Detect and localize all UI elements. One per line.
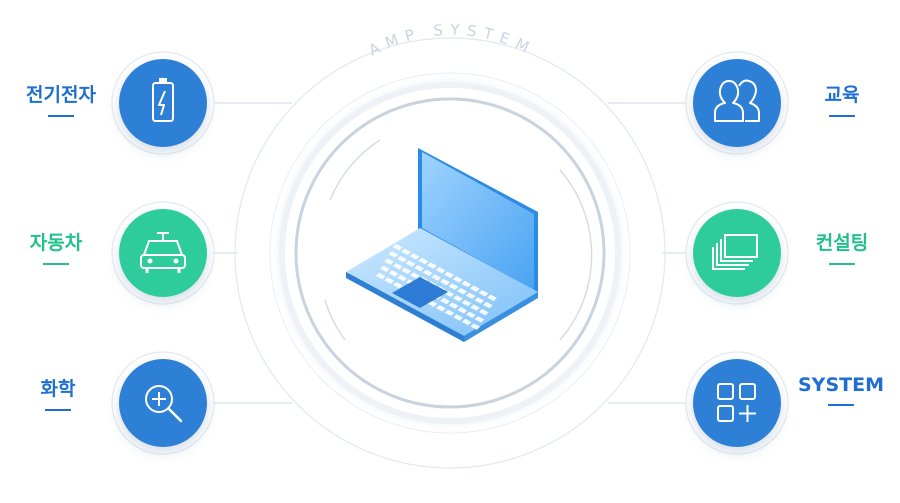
- keyboard-key: [461, 318, 472, 326]
- label-text: 화학: [40, 378, 76, 400]
- keyboard-key: [470, 285, 480, 292]
- node-circle: [693, 359, 781, 447]
- keyboard-key: [401, 267, 412, 275]
- keyboard-key: [435, 267, 446, 274]
- node-consulting: [685, 201, 789, 305]
- keyboard-key: [380, 265, 390, 273]
- node-circle: [119, 59, 207, 147]
- keyboard-key: [440, 278, 450, 286]
- node-system: [685, 351, 789, 455]
- keyboard-key: [431, 274, 442, 281]
- keyboard-key: [393, 282, 403, 289]
- keyboard-key: [444, 271, 454, 279]
- label-dash: [828, 404, 854, 406]
- label-automotive: 자동차: [16, 228, 96, 265]
- keyboard-key: [414, 265, 424, 272]
- keyboard-key: [375, 272, 386, 280]
- label-electronics: 전기전자: [16, 80, 106, 117]
- keyboard-key: [384, 258, 394, 265]
- keyboard-key: [410, 272, 420, 279]
- grid-plus-icon: [717, 383, 756, 422]
- keyboard-key: [388, 270, 399, 277]
- laptop-icon: [346, 148, 538, 342]
- label-text: 교육: [824, 84, 860, 106]
- node-electronics: [111, 51, 215, 155]
- keyboard-key: [440, 297, 450, 305]
- keyboard-key: [436, 305, 446, 312]
- keyboard-key: [461, 299, 472, 307]
- label-consulting: 컨설팅: [800, 228, 884, 265]
- keyboard-key: [409, 253, 420, 260]
- keyboard-key: [487, 294, 497, 302]
- node-circle: [693, 59, 781, 147]
- node-automotive: [111, 201, 215, 305]
- inner-arc-bottom: [324, 299, 346, 341]
- keyboard-key: [405, 260, 416, 267]
- keyboard-key: [457, 288, 467, 295]
- arc-title: AMP SYSTEM: [366, 21, 538, 60]
- label-text: 컨설팅: [815, 232, 869, 254]
- keyboard-key: [448, 283, 459, 290]
- keyboard-key: [466, 311, 476, 319]
- label-dash: [829, 115, 855, 117]
- magnifier-plus-icon: [145, 385, 183, 423]
- keyboard-key: [448, 302, 459, 309]
- outer-ring: [234, 37, 666, 469]
- label-education: 교육: [802, 80, 882, 117]
- keyboard-key: [474, 297, 485, 304]
- node-circle: [119, 209, 207, 297]
- connector-lines: [214, 102, 690, 404]
- node-circle: [119, 359, 207, 447]
- battery-icon: [152, 78, 174, 122]
- keyboard-key: [422, 269, 433, 277]
- node-education: [685, 51, 789, 155]
- keyboard-key: [478, 309, 489, 316]
- keyboard-key: [392, 263, 403, 270]
- keyboard-key: [470, 323, 481, 330]
- car-icon: [140, 232, 186, 273]
- keyboard-key: [453, 314, 463, 321]
- label-text: 자동차: [29, 232, 83, 254]
- users-icon: [714, 79, 760, 122]
- node-chemistry: [111, 351, 215, 455]
- label-text: SYSTEM: [798, 374, 884, 396]
- keyboard-key: [474, 316, 485, 323]
- node-circle: [693, 209, 781, 297]
- label-text: 전기전자: [26, 84, 96, 106]
- label-dash: [48, 115, 74, 117]
- keyboard-key: [397, 255, 407, 263]
- stacked-windows-icon: [712, 234, 758, 270]
- keyboard-key: [453, 295, 463, 302]
- inner-arc-left: [329, 139, 381, 201]
- keyboard-key: [483, 301, 493, 309]
- keyboard-key: [465, 292, 476, 300]
- keyboard-key: [388, 251, 399, 258]
- label-dash: [829, 263, 855, 265]
- keyboard-key: [401, 248, 411, 256]
- keyboard-key: [427, 262, 437, 269]
- keyboard-key: [384, 277, 395, 284]
- keyboard-key: [461, 280, 472, 288]
- keyboard-key: [444, 309, 455, 317]
- keyboard-key: [397, 274, 407, 282]
- keyboard-key: [457, 307, 468, 314]
- inner-arc-right: [559, 169, 593, 341]
- keyboard-key: [452, 276, 463, 283]
- label-dash: [45, 409, 71, 411]
- keyboard-key: [478, 290, 489, 297]
- inner-ring: [294, 97, 606, 409]
- keyboard-key: [418, 257, 429, 265]
- label-dash: [43, 263, 69, 265]
- keyboard-key: [470, 304, 480, 311]
- label-chemistry: 화학: [18, 374, 98, 411]
- keyboard-key: [392, 244, 403, 251]
- label-system: SYSTEM: [792, 374, 890, 406]
